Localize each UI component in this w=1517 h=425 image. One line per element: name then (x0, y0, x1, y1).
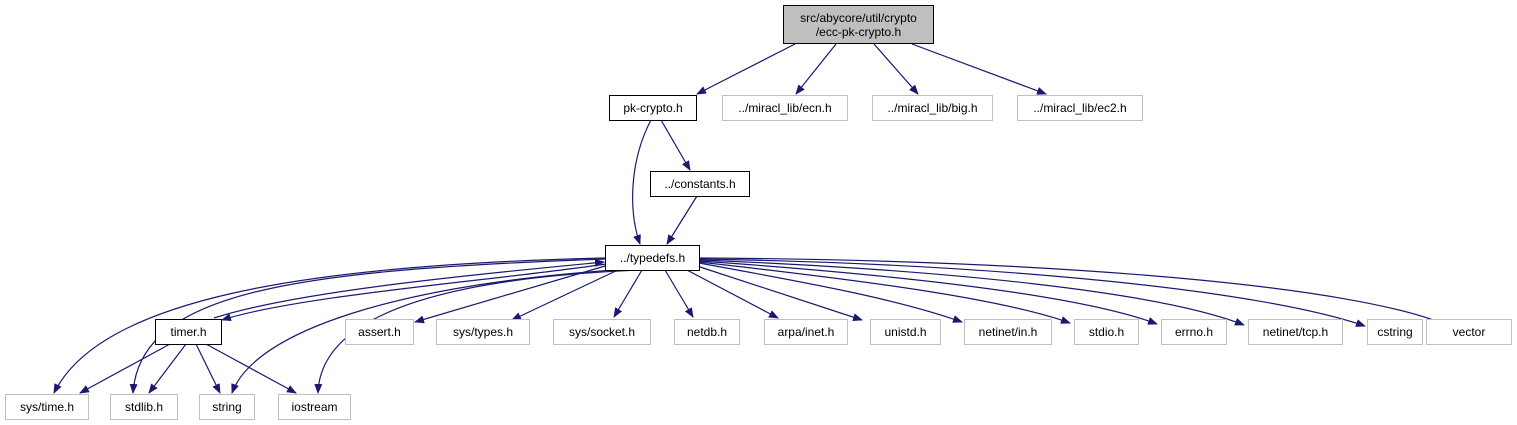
edge-typedefs-to-netinet-tcp (699, 259, 1245, 326)
node-arpa-inet: arpa/inet.h (764, 319, 848, 345)
edge-timer-to-iostream (205, 343, 297, 394)
node-typedefs[interactable]: ../typedefs.h (605, 245, 700, 271)
node-timer[interactable]: timer.h (155, 319, 222, 345)
node-cstring: cstring (1367, 319, 1423, 345)
edge-timer-to-typedefs (213, 258, 605, 319)
root-label-line2: /ecc-pk-crypto.h (815, 24, 902, 39)
edge-root-to-pk-crypto (696, 43, 796, 95)
edge-root-to-miracl-ec2 (911, 43, 1047, 95)
edge-typedefs-to-assert (414, 265, 606, 324)
edge-typedefs-to-cstring (699, 258, 1366, 327)
node-pk-crypto[interactable]: pk-crypto.h (609, 95, 697, 121)
node-vector: vector (1426, 319, 1512, 345)
edge-typedefs-to-arpa-inet (684, 268, 779, 319)
edge-typedefs-to-unistd (696, 265, 863, 322)
edge-typedefs-to-sys-socket (613, 269, 643, 318)
node-stdlib: stdlib.h (110, 394, 178, 420)
edge-typedefs-to-iostream (314, 269, 641, 394)
node-constants[interactable]: ../constants.h (650, 171, 750, 197)
node-errno: errno.h (1161, 319, 1227, 345)
node-netinet-in: netinet/in.h (964, 319, 1052, 345)
edge-typedefs-to-timer (221, 263, 607, 322)
node-sys-time: sys/time.h (5, 394, 89, 420)
edge-typedefs-to-netdb (664, 269, 694, 318)
node-netinet-tcp: netinet/tcp.h (1248, 319, 1343, 345)
node-unistd: unistd.h (870, 319, 941, 345)
edge-typedefs-to-sys-time (53, 257, 606, 394)
edge-root-to-miracl-ecn (795, 43, 837, 95)
edge-typedefs-to-errno (699, 260, 1158, 325)
node-stdio: stdio.h (1074, 319, 1139, 345)
edge-timer-to-string (195, 343, 221, 394)
edge-typedefs-to-stdlib (129, 258, 606, 394)
node-string: string (199, 394, 255, 420)
edge-timer-to-sys-time (79, 343, 171, 394)
edge-typedefs-to-sys-types (511, 268, 621, 321)
edge-typedefs-to-netinet-in (698, 262, 963, 323)
edge-typedefs-to-string (231, 269, 616, 394)
node-iostream: iostream (278, 394, 351, 420)
node-miracl-ecn: ../miracl_lib/ecn.h (722, 95, 848, 121)
edge-pk-crypto-to-typedefs (632, 119, 652, 245)
edge-pk-crypto-to-constants (660, 119, 691, 171)
node-sys-types: sys/types.h (436, 319, 530, 345)
edge-typedefs-to-stdio (698, 261, 1071, 324)
edge-constants-to-typedefs (666, 195, 698, 245)
node-netdb: netdb.h (674, 319, 740, 345)
node-miracl-big: ../miracl_lib/big.h (872, 95, 993, 121)
node-sys-socket: sys/socket.h (553, 319, 651, 345)
edge-root-to-miracl-big (873, 43, 919, 95)
edge-typedefs-to-vector (699, 257, 1452, 328)
root-label-line1: src/abycore/util/crypto (800, 10, 917, 25)
edge-timer-to-stdlib (148, 343, 187, 394)
root-node-ecc-pk-crypto[interactable]: src/abycore/util/crypto /ecc-pk-crypto.h (783, 5, 934, 44)
node-assert: assert.h (345, 319, 414, 345)
node-miracl-ec2: ../miracl_lib/ec2.h (1017, 95, 1143, 121)
